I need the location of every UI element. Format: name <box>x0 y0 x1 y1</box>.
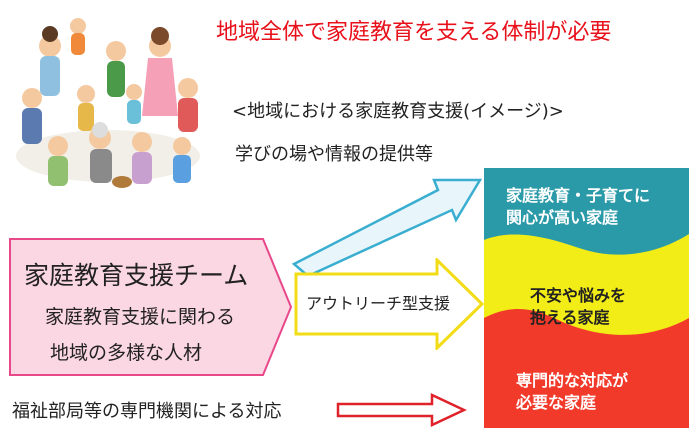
band-top-line2: 関心が高い家庭 <box>506 208 619 227</box>
band-middle-label: 不安や悩みを 抱える家庭 <box>530 285 626 329</box>
welfare-arrow <box>336 393 467 427</box>
team-description-1: 家庭教育支援に関わる <box>45 306 236 328</box>
learning-label: 学びの場や情報の提供等 <box>235 144 433 165</box>
outreach-label: アウトリーチ型支援 <box>306 294 451 313</box>
band-bottom-line2: 必要な家庭 <box>516 393 597 412</box>
band-bottom-label: 専門的な対応が 必要な家庭 <box>516 370 628 414</box>
band-middle-line1: 不安や悩みを <box>530 286 627 305</box>
outreach-arrow <box>294 258 485 350</box>
community-illustration <box>16 18 200 188</box>
learning-arrow <box>291 178 483 278</box>
page-title: 地域全体で家庭教育を支える体制が必要 <box>216 20 612 45</box>
band-top-line1: 家庭教育・子育てに <box>506 186 651 205</box>
team-title: 家庭教育支援チーム <box>24 261 249 290</box>
band-bottom-line1: 専門的な対応が <box>516 371 629 390</box>
diagram-subtitle: <地域における家庭教育支援(イメージ)> <box>232 101 564 122</box>
band-top-label: 家庭教育・子育てに 関心が高い家庭 <box>506 185 650 229</box>
band-middle-line2: 抱える家庭 <box>530 308 610 327</box>
team-box <box>9 238 293 376</box>
welfare-label: 福祉部局等の専門機関による対応 <box>12 401 282 422</box>
team-description-2: 地域の多様な人材 <box>50 342 203 364</box>
family-bands <box>484 168 689 428</box>
